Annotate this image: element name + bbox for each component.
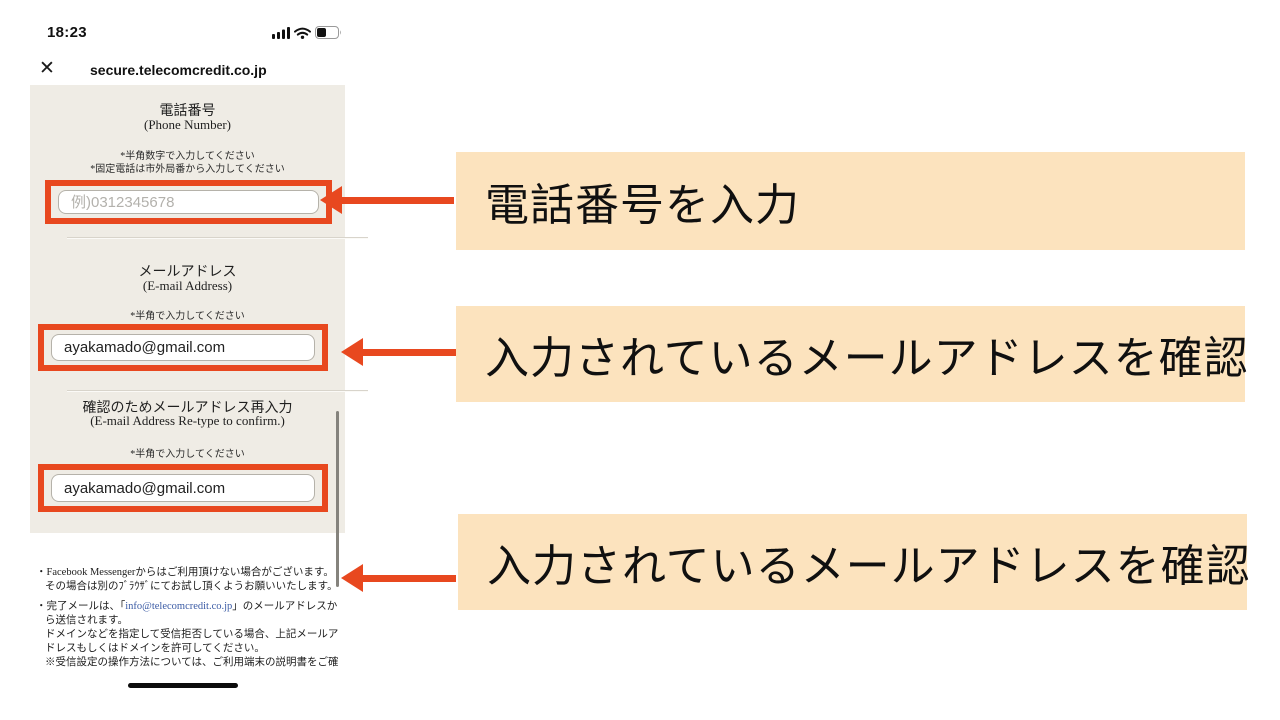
arrow-shaft	[342, 196, 454, 204]
footer-note-line: その場合は別のﾌﾞﾗｳｻﾞにてお試し頂くようお願いいたします。	[45, 581, 338, 592]
arrowhead-icon	[320, 186, 342, 214]
email-input-highlight	[38, 324, 328, 371]
phone-field-label-en: (Phone Number)	[143, 117, 231, 132]
email-field-label-jp: メールアドレス	[138, 265, 237, 280]
footer-note-line: ・Facebook Messengerからはご利用頂けない場合がございます。	[36, 567, 334, 578]
note-text: 」のメールアドレスから送信されます。	[45, 601, 338, 626]
annotation-label-phone: 電話番号を入力	[456, 152, 1245, 250]
email-confirm-label-jp: 確認のためメールアドレス再入力	[82, 401, 293, 416]
sender-email-link[interactable]: info@telecomcredit.co.jp	[125, 601, 233, 612]
note-text: ・完了メールは、「	[36, 601, 126, 612]
annotation-label-email-confirm: 入力されているメールアドレスを確認	[458, 514, 1250, 610]
wifi-icon	[294, 27, 311, 39]
email-field-note: *半角で入力してください	[130, 311, 245, 322]
footer-note-email: ・完了メールは、「info@telecomcredit.co.jp」のメールアド…	[36, 600, 339, 670]
footer-note-line: ドメインなどを指定して受信拒否している場合、上記メールアドレスもしくはドメインを…	[45, 629, 339, 654]
email-confirm-note: *半角で入力してください	[130, 449, 245, 460]
phone-field-label-jp: 電話番号	[159, 104, 216, 119]
phone-field-note-2: *固定電話は市外局番から入力してください	[90, 164, 285, 175]
arrow-to-phone-input	[320, 186, 454, 214]
email-field-label-en: (E-mail Address)	[142, 278, 233, 293]
email-confirm-input-highlight	[38, 464, 328, 512]
footer-note-line: ※受信設定の操作方法については、ご利用端末の説明書をご確	[45, 657, 339, 668]
email-input[interactable]	[51, 334, 315, 361]
email-confirm-label-en: (E-mail Address Re-type to confirm.)	[90, 413, 285, 428]
arrow-shaft	[363, 348, 456, 356]
annotation-label-email: 入力されているメールアドレスを確認	[456, 306, 1248, 402]
arrow-to-email-input	[341, 338, 456, 366]
arrow-to-email-confirm	[341, 564, 456, 592]
email-confirm-input[interactable]	[51, 474, 315, 502]
page-scrollbar[interactable]	[336, 411, 339, 587]
status-bar-time: 18:23	[47, 24, 87, 41]
phone-number-input[interactable]	[58, 190, 319, 214]
close-icon[interactable]: ✕	[39, 58, 55, 79]
phone-input-highlight	[45, 180, 332, 224]
footer-note-line: ・完了メールは、「info@telecomcredit.co.jp」のメールアド…	[36, 600, 339, 628]
section-divider	[67, 237, 368, 239]
home-indicator	[128, 683, 238, 688]
arrowhead-icon	[341, 564, 363, 592]
payment-form: 電話番号 (Phone Number) *半角数字で入力してください *固定電話…	[30, 85, 368, 533]
status-bar-icons	[272, 26, 342, 39]
arrow-shaft	[363, 574, 456, 582]
cellular-signal-icon	[272, 26, 290, 39]
battery-icon	[315, 26, 341, 39]
arrowhead-icon	[341, 338, 363, 366]
browser-url[interactable]: secure.telecomcredit.co.jp	[90, 62, 267, 78]
footer-note-messenger: ・Facebook Messengerからはご利用頂けない場合がございます。 そ…	[36, 566, 339, 594]
phone-field-note-1: *半角数字で入力してください	[120, 151, 255, 162]
section-divider	[67, 390, 368, 392]
